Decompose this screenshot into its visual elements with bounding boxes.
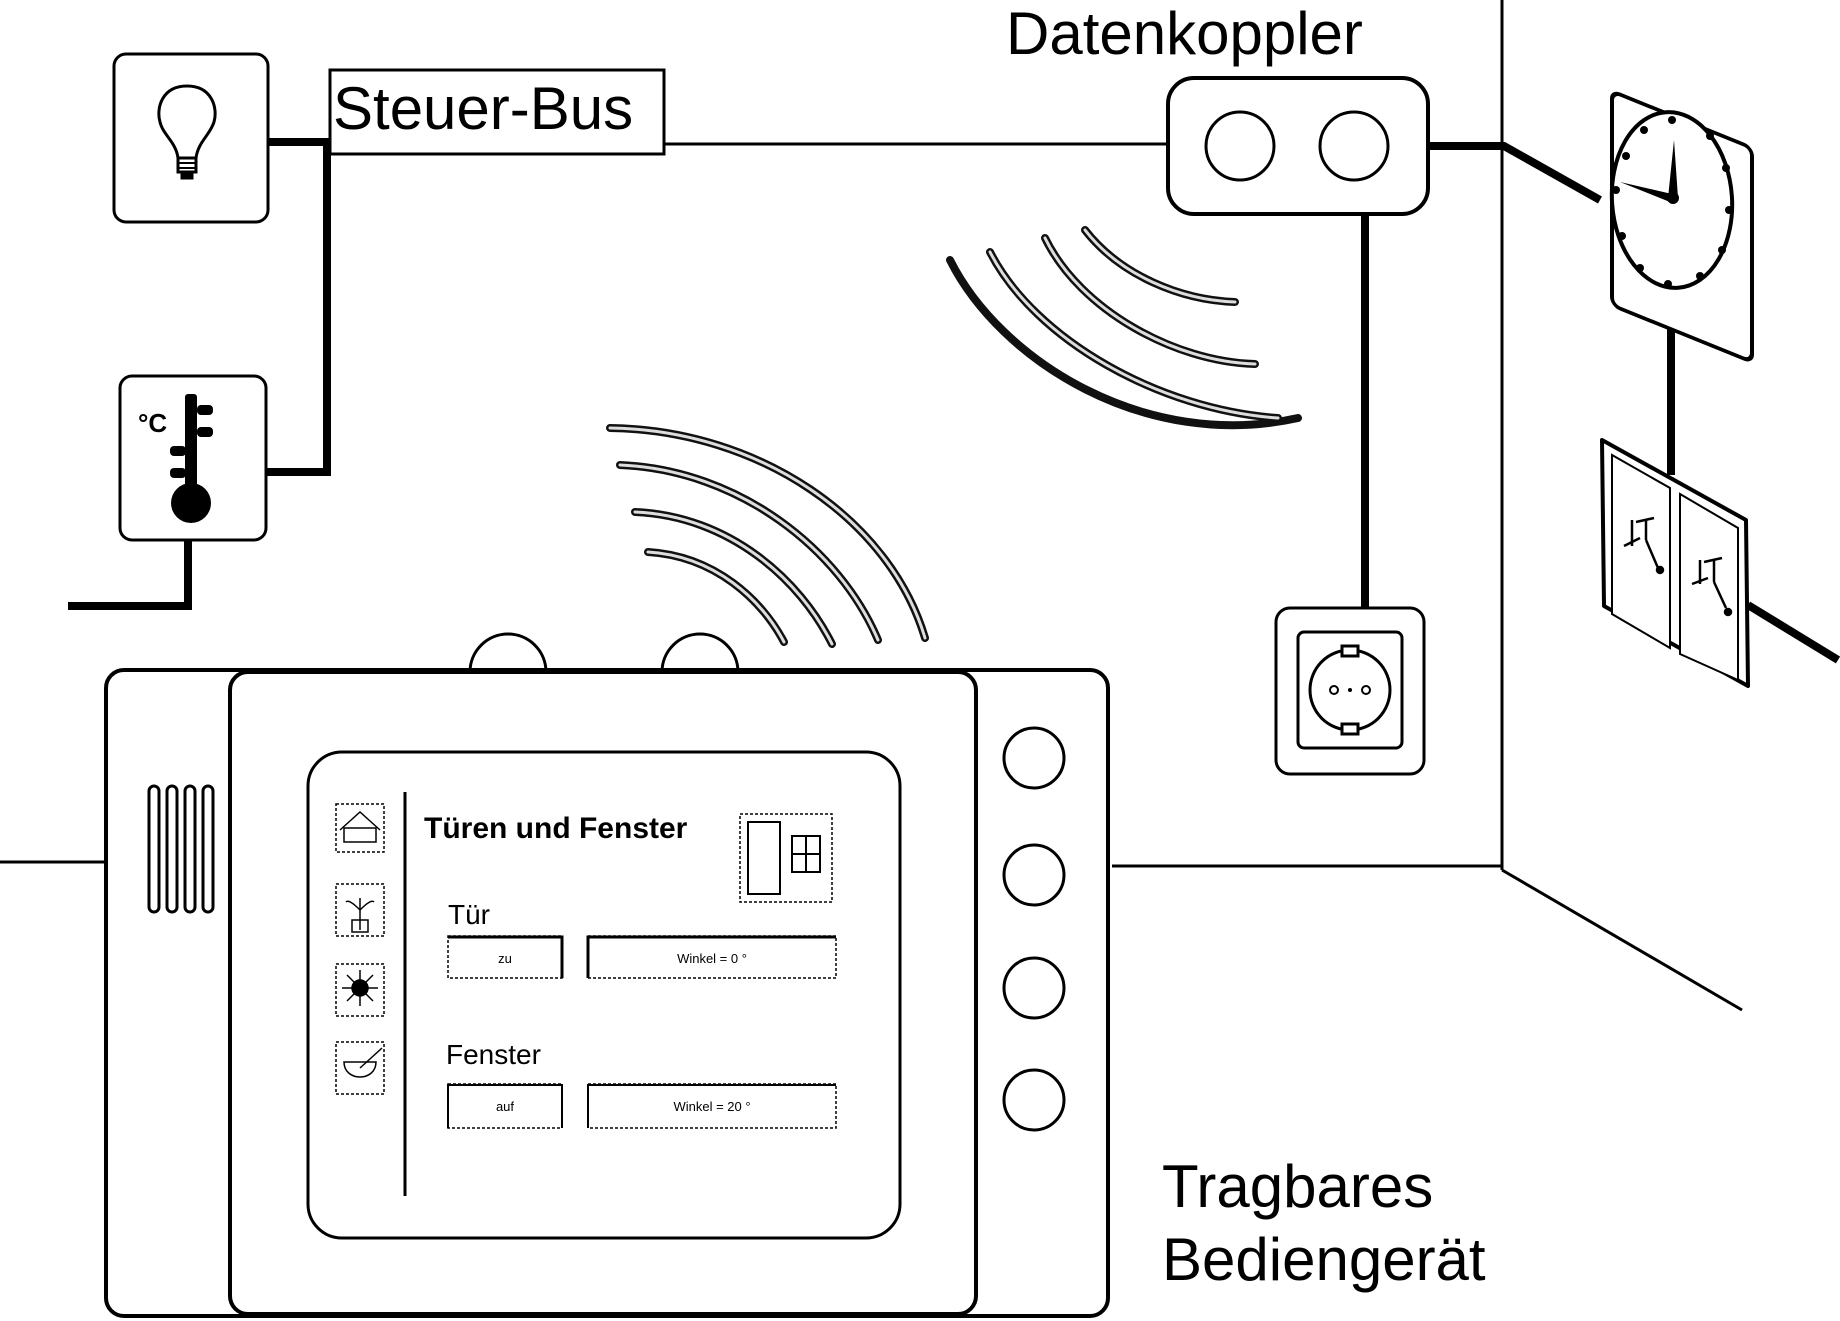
- door-label: Tür: [448, 899, 490, 930]
- nav-sun[interactable]: [336, 964, 384, 1016]
- steuer-bus-box: Steuer-Bus: [330, 70, 664, 154]
- device-screen: Türen und Fenster Tür zu Wi: [308, 752, 900, 1238]
- power-socket-device: [1276, 608, 1424, 774]
- device-caption-line1: Tragbares: [1162, 1153, 1433, 1220]
- device-caption-line2: Bediengerät: [1162, 1226, 1486, 1293]
- door-toggle-button[interactable]: zu: [448, 936, 562, 978]
- hardware-button-2[interactable]: [1004, 845, 1064, 905]
- nav-home[interactable]: [336, 804, 384, 852]
- light-switch-device: [1602, 440, 1748, 686]
- window-angle-field[interactable]: Winkel = 20 °: [588, 1084, 836, 1128]
- door-toggle-label: zu: [498, 951, 512, 966]
- device-radio-waves: [610, 428, 925, 644]
- screen-title: Türen und Fenster: [424, 812, 688, 845]
- hardware-button-3[interactable]: [1004, 958, 1064, 1018]
- nav-kitchen[interactable]: [336, 1042, 384, 1094]
- wall-clock-device: [1606, 91, 1752, 362]
- coupler-radio-waves: [950, 230, 1298, 425]
- window-label: Fenster: [446, 1039, 541, 1070]
- window-layout-button[interactable]: [740, 814, 832, 902]
- window-toggle-label: auf: [496, 1099, 514, 1114]
- door-angle-value: Winkel = 0 °: [677, 951, 747, 966]
- light-bulb-device: [114, 54, 268, 222]
- bus-wiring: [68, 142, 1838, 660]
- steuer-bus-label: Steuer-Bus: [333, 75, 633, 142]
- hardware-button-4[interactable]: [1004, 1070, 1064, 1130]
- coupler-port-right: [1320, 112, 1388, 180]
- sun-icon: [342, 970, 378, 1006]
- coupler-port-left: [1206, 112, 1274, 180]
- nav-plant[interactable]: [336, 884, 384, 936]
- door-angle-field[interactable]: Winkel = 0 °: [588, 936, 836, 978]
- window-angle-value: Winkel = 20 °: [673, 1099, 750, 1114]
- handheld-device: Türen und Fenster Tür zu Wi: [106, 634, 1108, 1316]
- datenkoppler-device: Datenkoppler: [1006, 0, 1428, 214]
- thermometer-device: °C: [120, 376, 266, 540]
- hardware-button-1[interactable]: [1004, 728, 1064, 788]
- datenkoppler-label: Datenkoppler: [1006, 0, 1363, 67]
- thermometer-unit-label: °C: [138, 408, 167, 438]
- window-toggle-button[interactable]: auf: [448, 1084, 562, 1128]
